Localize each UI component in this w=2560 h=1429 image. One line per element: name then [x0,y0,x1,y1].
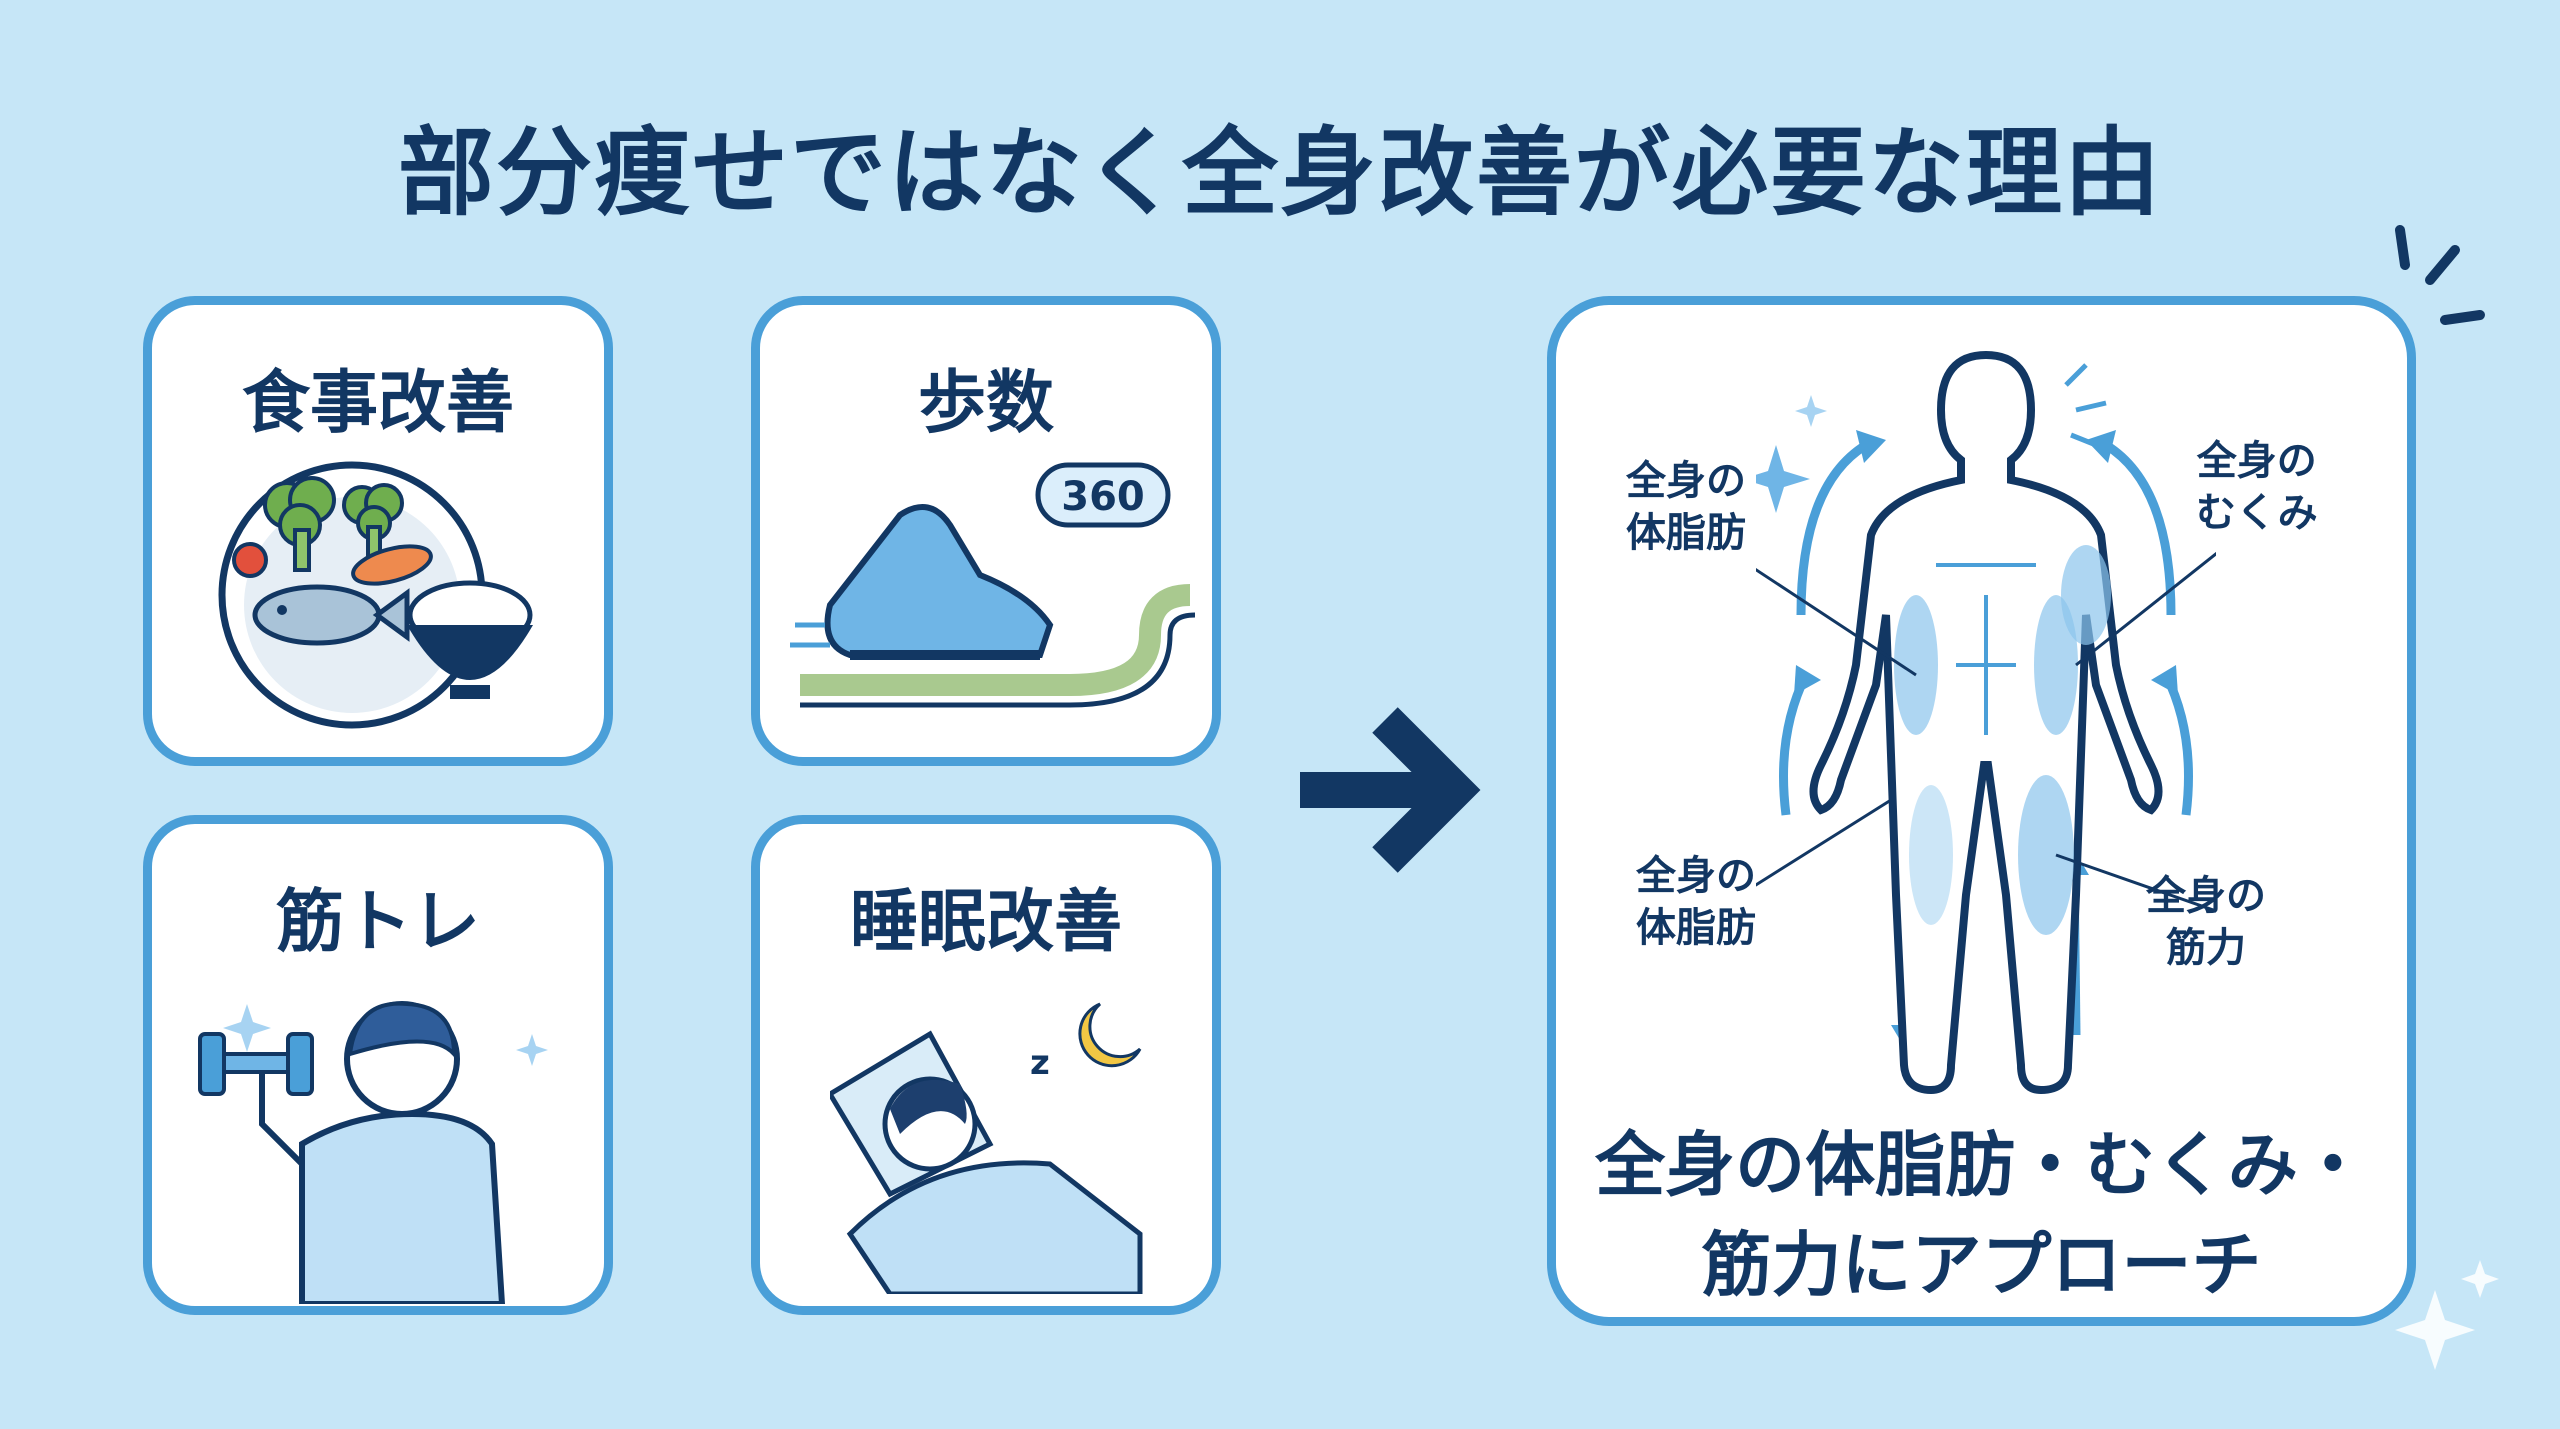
body-caption: 全身の体脂肪・むくみ・ 筋力にアプローチ [1556,1115,2407,1315]
sparkle-lines-icon [2395,225,2485,325]
sparkle-icon [2395,1260,2499,1370]
card-muscle-training: 筋トレ [143,815,613,1315]
card-muscle-label: 筋トレ [275,883,480,962]
card-steps: 歩数 360 [751,296,1221,766]
sleeping-person-icon: z [830,1002,1143,1294]
label-fat-bottom-left: 全身の 体脂肪 [1636,853,1756,951]
card-steps-label: 歩数 [917,364,1054,443]
meal-plate-icon [218,461,533,729]
card-diet: 食事改善 [143,296,613,766]
human-body-icon [1756,350,2216,1095]
body-caption-line1: 全身の体脂肪・むくみ・ [1595,1124,2368,1206]
dumbbell-person-icon [198,1001,548,1304]
body-caption-line2: 筋力にアプローチ [1701,1224,2262,1306]
card-whole-body: 全身の 体脂肪 全身の むくみ 全身の 体脂肪 全身の 筋力 全身の体脂肪・むく… [1547,296,2416,1326]
label-fat-top-left: 全身の 体脂肪 [1626,458,1746,556]
label-muscle-bottom-right: 全身の 筋力 [2146,873,2266,971]
card-diet-label: 食事改善 [241,364,514,443]
page-title: 部分痩せではなく全身改善が必要な理由 [398,117,2162,229]
sneaker-icon [790,462,1196,708]
step-count-badge: 360 [1061,474,1145,520]
arrow-right-icon [1300,707,1481,873]
svg-text:z: z [1030,1043,1050,1083]
card-sleep-label: 睡眠改善 [849,883,1122,962]
label-swelling-top-right: 全身の むくみ [2196,438,2318,536]
card-sleep: 睡眠改善 z [751,815,1221,1315]
